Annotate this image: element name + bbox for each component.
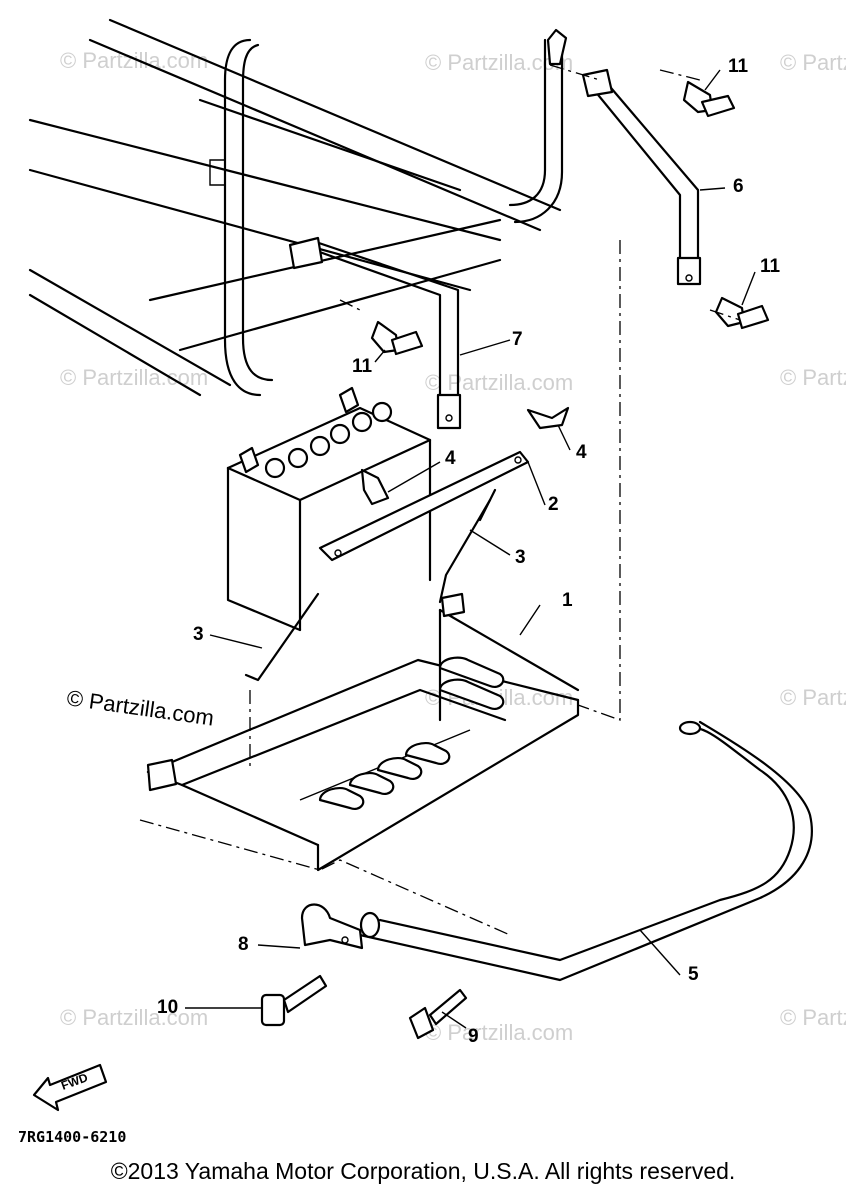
callout-11-left: 11 [352,356,373,377]
callout-11-right: 11 [760,256,781,277]
callout-4-right: 4 [576,442,587,463]
watermark-8: © Partzilla.com [780,685,846,710]
callout-3-left: 3 [193,624,204,645]
part-3-rods [244,488,497,682]
callout-10: 10 [157,997,178,1018]
callout-labels: 1 2 3 3 4 4 5 6 7 8 9 10 11 11 11 [157,56,781,1047]
diagram-code: 7RG1400-6210 [18,1128,126,1146]
callout-2: 2 [548,494,559,515]
callout-6: 6 [733,176,744,197]
leader-lines [139,64,756,1029]
part-6-stay [581,68,702,286]
callout-11-top: 11 [728,56,749,77]
watermark-9: © Partzilla.com [60,1005,208,1030]
part-5-pipe [358,720,813,982]
bolt-11-group [370,80,770,356]
watermark-6: © Partzilla.com [780,365,846,390]
callout-5: 5 [688,964,699,985]
part-4-nuts [360,406,570,506]
part-8-clamp [300,903,364,950]
part-7-stay [288,236,462,430]
callout-4-left: 4 [445,448,456,469]
watermark-10: © Partzilla.com [425,1020,573,1045]
callout-9: 9 [468,1026,479,1047]
part-2-hold-bar [318,450,530,562]
watermark-5: © Partzilla.com [425,370,573,395]
vehicle-frame [28,18,568,397]
watermark-11: © Partzilla.com [780,1005,846,1030]
callout-7: 7 [512,329,523,350]
fwd-arrow-icon: FWD [32,1063,108,1112]
callout-8: 8 [238,934,249,955]
watermark-dark: © Partzilla.com [65,685,215,730]
part-1-battery-box [146,592,580,872]
callout-1: 1 [562,590,573,611]
watermark-3: © Partzilla.com [780,50,846,75]
bolt-9-10 [260,974,468,1040]
callout-3-right: 3 [515,547,526,568]
copyright-notice: ©2013 Yamaha Motor Corporation, U.S.A. A… [110,1158,736,1184]
watermarks: © Partzilla.com © Partzilla.com © Partzi… [60,48,846,1045]
